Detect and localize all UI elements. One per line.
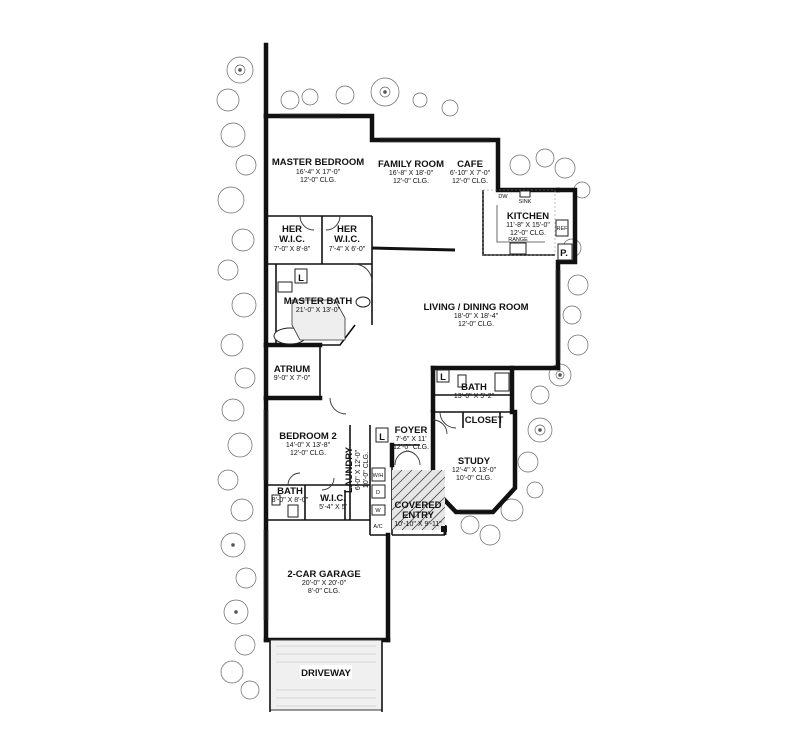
living-dining-size: 18'-0" X 18'-4" — [454, 313, 499, 320]
wic-lower-name: W.I.C. — [320, 493, 346, 504]
bath-lower-name: BATH — [277, 486, 303, 497]
laundry-size: 6'-0" X 12'-0" — [355, 449, 362, 490]
master-bedroom-size: 16'-4" X 17'-0" — [296, 169, 341, 176]
kitchen-size: 11'-8" X 15'-0" — [506, 222, 550, 229]
interior-walls — [266, 215, 515, 536]
laundry-appliances — [371, 467, 386, 516]
wic-lower-size: 5'-4" X 5' — [319, 504, 347, 511]
driveway-name: DRIVEWAY — [301, 668, 351, 679]
kitchen-clg: 12'-0" CLG. — [510, 230, 546, 237]
bath-lower-label: BATH 8'-0" X 8'-0" — [272, 486, 309, 504]
cafe-label: CAFE 6'-10" X 7'-0" 12'-0" CLG. — [450, 159, 491, 185]
plant-right-column — [460, 148, 591, 546]
covered-entry-label: COVERED ENTRY 10'-10" X 9'-11" — [394, 500, 442, 528]
water-heater-marker: W/H — [373, 473, 384, 479]
living-dining-clg: 12'-0" CLG. — [458, 321, 494, 328]
her-wic-2-name1: HER — [337, 224, 357, 235]
sink-marker: SINK — [519, 199, 532, 205]
bath-lower-size: 8'-0" X 8'-0" — [272, 497, 309, 504]
washer-marker: W — [375, 508, 381, 514]
ac-marker: A/C — [373, 524, 382, 530]
pantry-marker: P. — [560, 248, 568, 259]
plant-left-column — [216, 56, 260, 700]
master-bath-size: 21'-0" X 13'-0" — [296, 307, 341, 314]
range-marker: RANGE — [508, 237, 528, 243]
study-name: STUDY — [458, 456, 491, 467]
bath-fixtures — [271, 281, 510, 518]
plant-dots — [231, 68, 562, 614]
foyer-clg: 12'-0" CLG. — [393, 444, 429, 451]
atrium-label: ATRIUM 9'-0" X 7'-0" — [274, 364, 311, 382]
driveway-label: DRIVEWAY — [300, 665, 352, 679]
family-room-name: FAMILY ROOM — [378, 159, 444, 170]
her-wic-2-size: 7'-4" X 6'-0" — [329, 246, 366, 253]
her-wic-1-size: 7'-0" X 8'-8" — [274, 246, 311, 253]
garage-size: 20'-0" X 20'-0" — [302, 580, 347, 587]
her-wic-2-label: HER W.I.C. 7'-4" X 6'-0" — [329, 224, 366, 253]
linen-markers — [294, 268, 450, 443]
family-room-clg: 12'-0" CLG. — [393, 178, 429, 185]
her-wic-2-name2: W.I.C. — [334, 234, 360, 245]
garage-label: 2-CAR GARAGE 20'-0" X 20'-0" 8'-0" CLG. — [287, 569, 360, 595]
master-bath-label: MASTER BATH 21'-0" X 13'-0" — [284, 296, 353, 314]
fixture-markers: L L L P. DW SINK RANGE REF W/H D W A/C — [298, 194, 568, 530]
covered-entry-name2: ENTRY — [402, 510, 435, 521]
garage-clg: 8'-0" CLG. — [308, 588, 340, 595]
foyer-label: FOYER 7'-6" X 11' 12'-0" CLG. — [393, 425, 429, 451]
linen-marker-foyer: L — [379, 432, 385, 443]
room-labels: MASTER BEDROOM 16'-4" X 17'-0" 12'-0" CL… — [272, 157, 550, 679]
covered-entry-size: 10'-10" X 9'-11" — [394, 521, 442, 528]
linen-marker-bath: L — [440, 372, 446, 383]
dryer-marker: D — [376, 490, 380, 496]
family-room-size: 16'-8" X 18'-0" — [389, 170, 434, 177]
bath-upper-label: BATH 13'-0" X 5'-2" — [454, 382, 495, 400]
study-label: STUDY 12'-4" X 13'-0" 10'-0" CLG. — [452, 456, 497, 482]
windows — [263, 113, 561, 620]
covered-entry-name1: COVERED — [395, 500, 442, 511]
foyer-name: FOYER — [395, 425, 428, 436]
landscaping — [216, 56, 591, 700]
master-bath-name: MASTER BATH — [284, 296, 353, 307]
kitchen-counter — [482, 189, 573, 261]
kitchen-label: KITCHEN 11'-8" X 15'-0" 12'-0" CLG. — [506, 211, 550, 237]
ref-marker: REF — [557, 226, 569, 232]
master-bedroom-clg: 12'-0" CLG. — [300, 177, 336, 184]
bedroom2-size: 14'-0" X 13'-8" — [286, 442, 331, 449]
linen-marker-master: L — [298, 273, 304, 284]
bedroom2-label: BEDROOM 2 14'-0" X 13'-8" 12'-0" CLG. — [279, 431, 337, 457]
laundry-label: LAUNDRY 6'-0" X 12'-0" 10'-0" CLG. — [344, 446, 370, 493]
living-dining-name: LIVING / DINING ROOM — [423, 302, 528, 313]
wic-lower-label: W.I.C. 5'-4" X 5' — [319, 493, 347, 511]
living-dining-label: LIVING / DINING ROOM 18'-0" X 18'-4" 12'… — [423, 302, 528, 328]
master-bedroom-name: MASTER BEDROOM — [272, 157, 364, 168]
family-room-label: FAMILY ROOM 16'-8" X 18'-0" 12'-0" CLG. — [378, 159, 444, 185]
plant-top-cluster — [280, 77, 459, 117]
kitchen-name: KITCHEN — [507, 211, 549, 222]
her-wic-1-label: HER W.I.C. 7'-0" X 8'-8" — [274, 224, 311, 253]
dishwasher-marker: DW — [498, 194, 508, 200]
foyer-size: 7'-6" X 11' — [395, 436, 426, 443]
cafe-name: CAFE — [457, 159, 483, 170]
closet-label: CLOSET — [465, 415, 504, 426]
bedroom2-clg: 12'-0" CLG. — [290, 450, 326, 457]
study-clg: 10'-0" CLG. — [456, 475, 492, 482]
her-wic-1-name2: W.I.C. — [279, 234, 305, 245]
master-bedroom-label: MASTER BEDROOM 16'-4" X 17'-0" 12'-0" CL… — [272, 157, 364, 184]
laundry-clg: 10'-0" CLG. — [363, 452, 370, 488]
cafe-size: 6'-10" X 7'-0" — [450, 170, 491, 177]
bath-upper-size: 13'-0" X 5'-2" — [454, 393, 495, 400]
covered-entry-hatch — [391, 469, 447, 532]
her-wic-1-name1: HER — [282, 224, 302, 235]
door-swings — [287, 215, 457, 491]
atrium-size: 9'-0" X 7'-0" — [274, 375, 311, 382]
closet-name: CLOSET — [465, 415, 504, 426]
garage-name: 2-CAR GARAGE — [287, 569, 360, 580]
study-size: 12'-4" X 13'-0" — [452, 467, 497, 474]
cafe-clg: 12'-0" CLG. — [452, 178, 488, 185]
laundry-name: LAUNDRY — [344, 446, 355, 493]
atrium-name: ATRIUM — [274, 364, 310, 375]
bedroom2-name: BEDROOM 2 — [279, 431, 337, 442]
bath-upper-name: BATH — [461, 382, 487, 393]
